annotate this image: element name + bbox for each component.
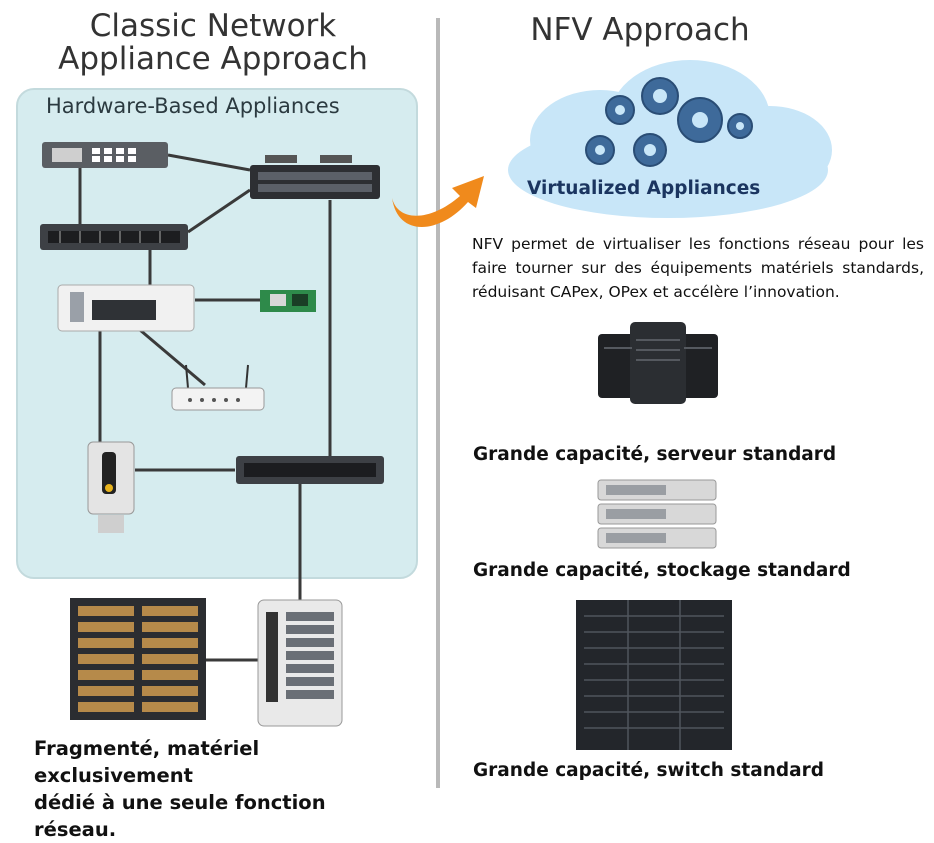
switch-device-icon <box>42 142 168 168</box>
classic-title-line2: Appliance Approach <box>58 41 368 77</box>
tower-appliance-icon <box>87 441 135 533</box>
patch-panel-icon <box>40 224 188 250</box>
classic-title-line1: Classic Network <box>89 8 337 44</box>
wireless-router-icon <box>171 364 265 411</box>
classic-caption-line1: Fragmenté, matériel exclusivement <box>34 737 260 787</box>
hardware-appliances-label: Hardware-Based Appliances <box>46 94 340 118</box>
firewall-appliance-icon <box>57 284 195 332</box>
nas-storage-icon <box>257 599 343 727</box>
standard-switch-icon <box>576 600 732 750</box>
blade-rack-icon <box>70 598 206 720</box>
core-switch-icon <box>236 456 384 484</box>
network-links <box>78 153 332 662</box>
vertical-divider <box>436 18 440 788</box>
migration-arrow-icon <box>392 176 484 227</box>
classic-approach-title: Classic Network Appliance Approach <box>28 10 398 76</box>
standard-storage-icon <box>597 479 717 549</box>
nfv-approach-title: NFV Approach <box>530 12 750 48</box>
network-card-icon <box>260 290 316 312</box>
server-caption: Grande capacité, serveur standard <box>473 444 837 465</box>
classic-caption: Fragmenté, matériel exclusivement dédié … <box>34 735 414 843</box>
diagram-graphics <box>40 60 832 750</box>
standard-server-icon <box>598 322 718 404</box>
storage-caption: Grande capacité, stockage standard <box>473 560 851 581</box>
classic-caption-line2: dédié à une seule fonction réseau. <box>34 791 326 841</box>
virtualized-appliances-label: Virtualized Appliances <box>527 178 761 199</box>
rack-server-icon <box>250 155 380 199</box>
switch-caption: Grande capacité, switch standard <box>473 760 825 781</box>
nfv-description: NFV permet de virtualiser les fonctions … <box>472 235 924 301</box>
